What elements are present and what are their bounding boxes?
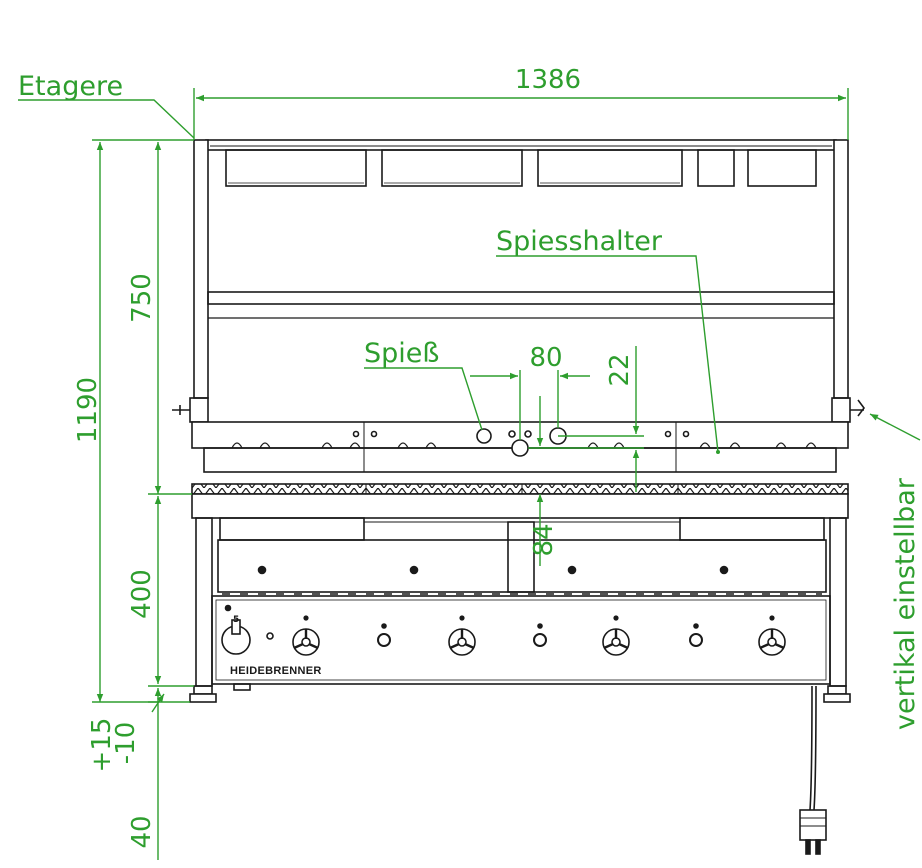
dim-foot-plus-text: +15 [87,718,117,773]
dim-foot-minus-text: -10 [111,722,141,764]
side-posts [189,139,851,423]
label-vertikal: vertikal einstellbar [890,477,921,730]
body-upper [195,517,847,687]
knob-2 [448,615,476,656]
dim-spit-vertical-text: 22 [605,353,635,386]
knob-1 [292,615,320,656]
label-etagere: Etagere [18,71,123,102]
dim-height-lower-text: 400 [127,569,157,619]
dim-spit-depth-text: 84 [529,523,559,556]
grill-grate [191,483,849,519]
dim-height-total-text: 1190 [73,377,103,443]
leader-vertikal [869,413,921,441]
dim-width-text: 1386 [515,65,581,95]
control-panel [211,595,831,685]
knob-4 [758,615,786,656]
leader-spiesshalter [496,255,719,453]
knob-3 [602,615,630,656]
dimensions [18,88,921,860]
middle-shelf [207,291,835,319]
label-spiess: Spieß [364,338,439,369]
power-cable [799,685,827,855]
etagere-shelf [205,139,837,187]
knob-number: 5 [233,615,239,625]
label-spiesshalter: Spiesshalter [496,226,663,257]
dim-height-upper-text: 750 [127,273,157,323]
brand-label: HEIDEBRENNER [230,665,322,677]
feet [189,683,851,703]
leader-spiess [364,367,483,431]
spit-holder [172,399,865,473]
leader-etagere [18,99,195,139]
dim-foot-height-text: 40 [127,815,157,848]
dim-spit-spacing-text: 80 [529,343,562,373]
